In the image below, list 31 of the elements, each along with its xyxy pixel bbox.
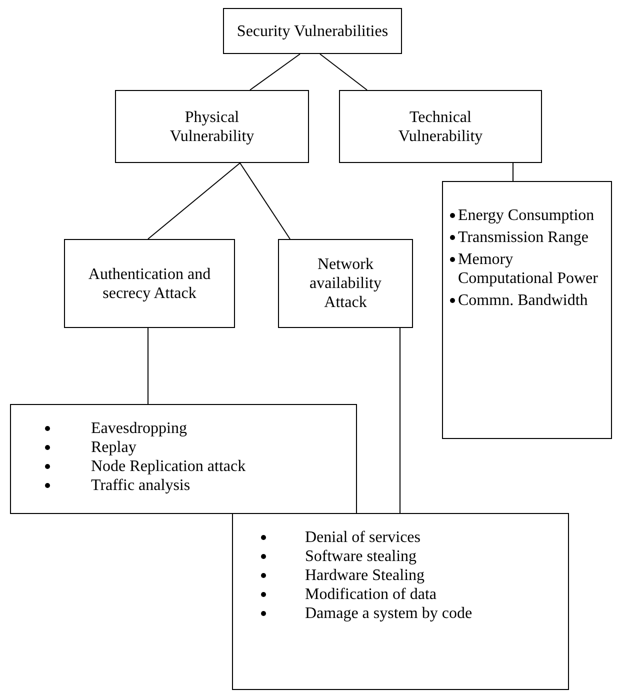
connector-line	[512, 162, 514, 182]
list-item: Denial of services	[305, 528, 421, 547]
box-label: Technical Vulnerability	[397, 108, 484, 146]
connector-line	[148, 162, 240, 240]
list-item: Energy Consumption	[458, 206, 594, 225]
list-item: Modification of data	[305, 585, 437, 604]
list-item: Damage a system by code	[305, 604, 472, 623]
list-item: Memory Computational Power	[458, 250, 599, 288]
category-box	[64, 239, 235, 328]
box-label: Network availability Attack	[308, 255, 382, 312]
list-item: Traffic analysis	[91, 476, 190, 495]
category-box	[223, 8, 402, 54]
list-box	[10, 404, 357, 514]
box-label: Security Vulnerabilities	[236, 22, 388, 40]
list-item: Software stealing	[305, 547, 417, 566]
list-box	[232, 513, 569, 690]
list-item: Hardware Stealing	[305, 566, 425, 585]
list-item: Node Replication attack	[91, 457, 246, 476]
category-box	[339, 90, 542, 163]
connector-line	[250, 54, 300, 90]
list-item: Transmission Range	[458, 228, 589, 247]
category-box	[278, 239, 413, 328]
list-item: Commn. Bandwidth	[458, 291, 588, 310]
list-item: Eavesdropping	[91, 419, 187, 438]
box-label: Authentication and secrecy Attack	[87, 264, 212, 302]
category-box	[115, 90, 309, 163]
box-label: Physical Vulnerability	[168, 108, 256, 146]
list-box	[442, 181, 612, 439]
connector-line	[320, 54, 368, 90]
connector-line	[240, 162, 290, 240]
list-item: Replay	[91, 438, 136, 457]
